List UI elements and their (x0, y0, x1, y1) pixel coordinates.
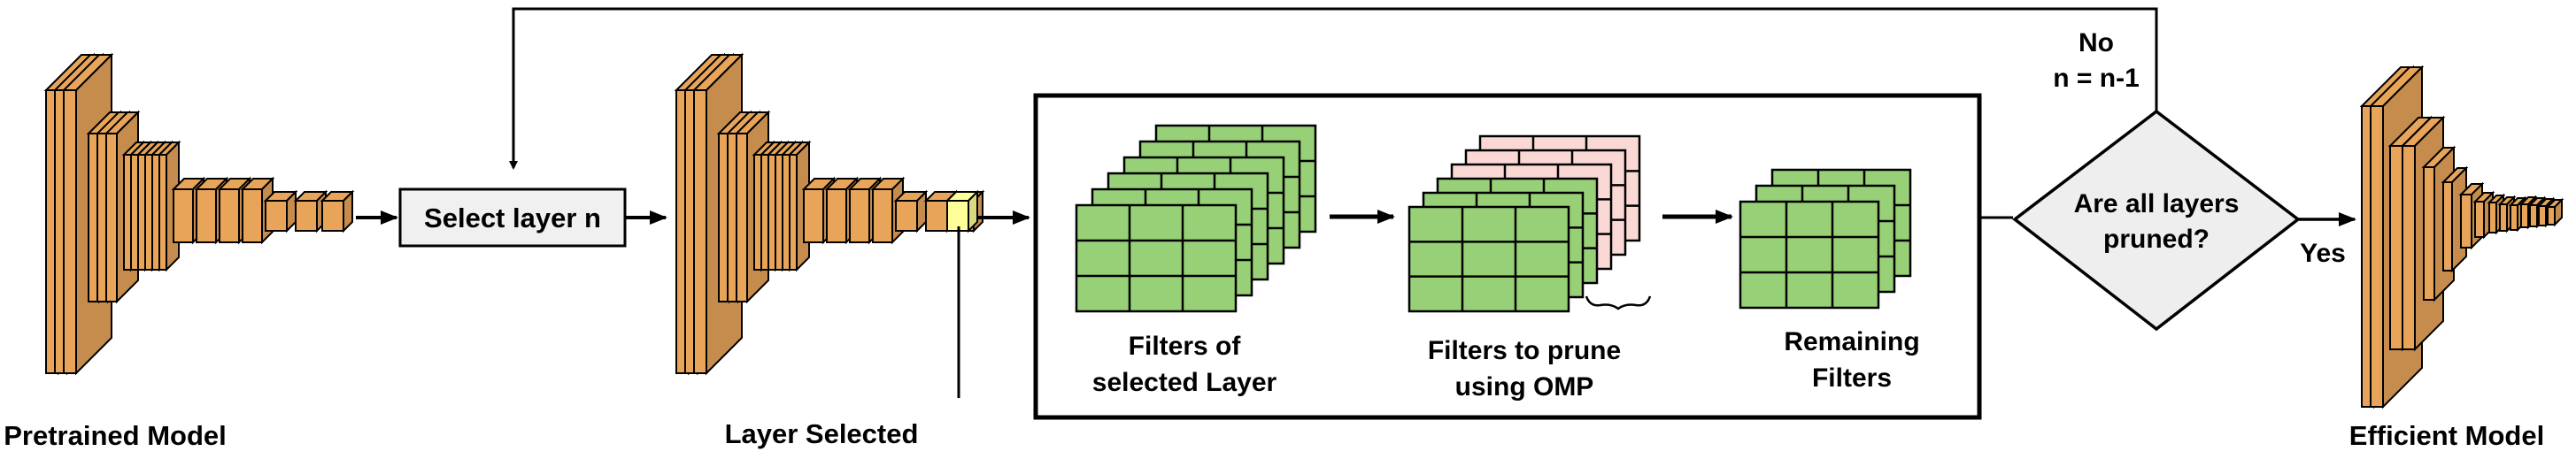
pretrained-model-cnn (43, 52, 355, 376)
layer-selected-label: Layer Selected (725, 418, 919, 449)
cnn-layer (2545, 197, 2564, 227)
cnn-layer (263, 189, 298, 233)
pretrained-model-label: Pretrained Model (4, 420, 227, 451)
select-layer-box (398, 187, 627, 248)
no-label: No (2079, 28, 2114, 57)
n-update-label: n = n-1 (2053, 64, 2140, 93)
decision-label-2: pruned? (2103, 225, 2210, 254)
select-layer-label: Select layer n (424, 203, 601, 233)
yes-label: Yes (2300, 239, 2346, 268)
decision-label-1: Are all layers (2074, 189, 2240, 218)
remaining-filters-stack (1739, 168, 1912, 310)
efficient-model-cnn (2359, 65, 2564, 409)
efficient-model-label: Efficient Model (2349, 420, 2544, 451)
no-loop-line (509, 7, 2158, 170)
cnn-layer (893, 189, 929, 233)
filters-to-prune-label-1: Filters to prune (1428, 336, 1621, 365)
cnn-layer (320, 189, 355, 233)
filter-grid (1739, 200, 1880, 310)
remaining-label-1: Remaining (1784, 327, 1919, 356)
filters-to-prune-stack (1408, 134, 1641, 313)
filter-grid (1075, 203, 1238, 313)
prune-brace (1585, 295, 1652, 310)
decision-diamond (2012, 109, 2301, 332)
cnn-layer (240, 176, 275, 245)
filters-to-prune-label-2: using OMP (1455, 372, 1594, 402)
filters-of-label-2: selected Layer (1092, 368, 1277, 397)
cnn-layer (945, 189, 980, 233)
filters-of-label-1: Filters of (1129, 332, 1242, 361)
filters-of-selected-layer-stack (1075, 124, 1317, 313)
remaining-label-2: Filters (1812, 363, 1892, 393)
layer-selected-cnn (674, 52, 985, 376)
cnn-layer (293, 189, 328, 233)
filter-grid (1408, 205, 1570, 313)
